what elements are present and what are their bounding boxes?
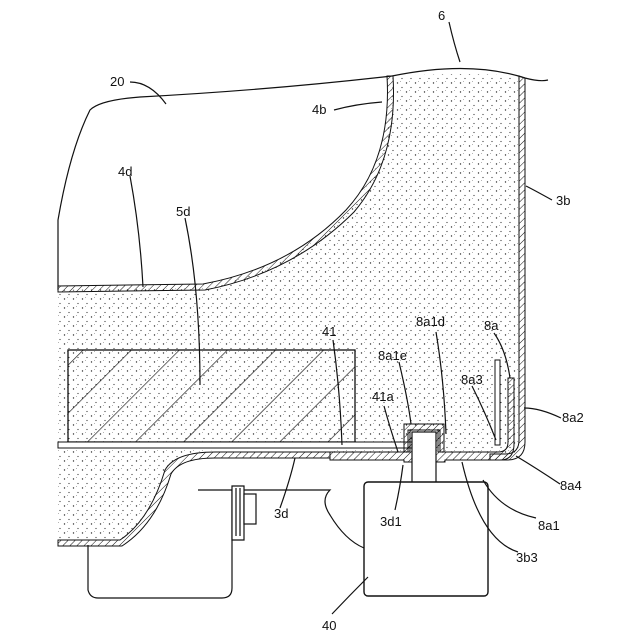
mount-plate: [232, 486, 244, 540]
label-3b: 3b: [556, 193, 570, 208]
label-8a: 8a: [484, 318, 499, 333]
label-8a1e: 8a1e: [378, 348, 407, 363]
label-5d: 5d: [176, 204, 190, 219]
label-8a3: 8a3: [461, 372, 483, 387]
plate-41: [58, 442, 420, 448]
label-3d: 3d: [274, 506, 288, 521]
label-40: 40: [322, 618, 336, 633]
label-4d: 4d: [118, 164, 132, 179]
label-4b: 4b: [312, 102, 326, 117]
label-8a1: 8a1: [538, 518, 560, 533]
label-3b3: 3b3: [516, 550, 538, 565]
label-8a2: 8a2: [562, 410, 584, 425]
label-3d1: 3d1: [380, 514, 402, 529]
label-8a4: 8a4: [560, 478, 582, 493]
bracket-lip-8a3: [495, 360, 500, 445]
screw-shaft-3d1: [412, 432, 436, 484]
foam-insulation-region: [58, 74, 520, 540]
hatched-block-5d: [68, 350, 355, 442]
component-box-40: [364, 482, 488, 596]
label-8a1d: 8a1d: [416, 314, 445, 329]
label-6: 6: [438, 8, 445, 23]
label-41a: 41a: [372, 389, 394, 404]
label-20: 20: [110, 74, 124, 89]
label-41: 41: [322, 324, 336, 339]
mount-clip: [244, 494, 256, 524]
